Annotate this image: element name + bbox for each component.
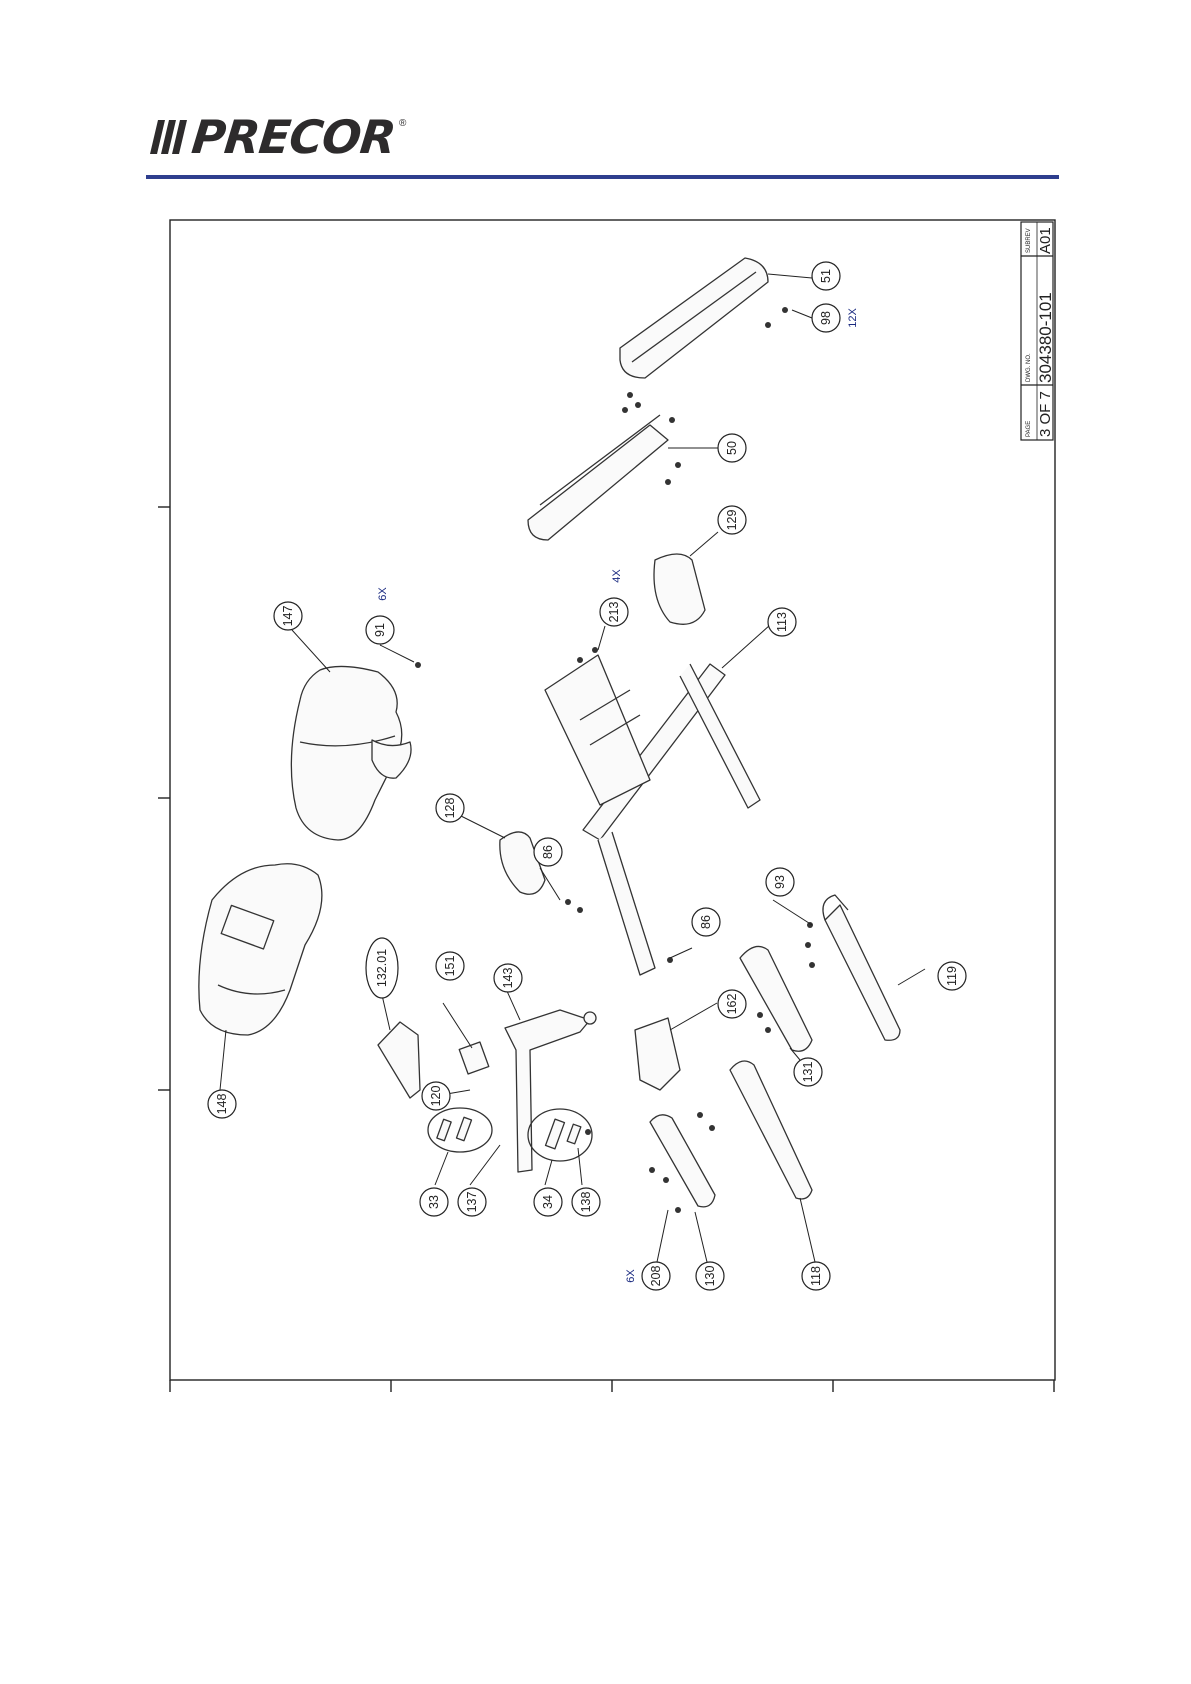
callout-213-qty: 4X [611,569,623,583]
page-label: PAGE [1026,421,1032,437]
callout-147: 147 [281,606,295,627]
part-132-bracket [378,1022,420,1098]
callout-86-a: 86 [541,845,555,859]
title-block: SUBREV A01 DWG. NO. 304380-101 PAGE 3 OF… [1021,222,1055,440]
callout-118: 118 [809,1266,823,1286]
callout-132-01: 132.01 [375,949,389,987]
callout-98-qty: 12X [847,308,859,328]
callout-137: 137 [465,1192,479,1213]
callout-120: 120 [429,1086,443,1107]
callout-34: 34 [541,1195,555,1209]
callout-138: 138 [579,1192,593,1213]
rev-label: SUBREV [1026,228,1032,253]
callout-51: 51 [819,269,833,283]
callout-50: 50 [725,441,739,455]
part-129-shroud [654,554,705,624]
callout-143: 143 [501,968,515,989]
part-162-bracket [635,1018,680,1090]
part-50-cover [528,425,668,540]
part-131-arm-cover [740,946,812,1051]
callout-129: 129 [725,510,739,531]
part-51-cover [620,258,768,378]
callout-93: 93 [773,875,787,889]
rev-value: A01 [1037,227,1054,254]
page-value: 3 OF 7 [1037,391,1054,437]
dwg-value: 304380-101 [1036,292,1055,383]
callout-91: 91 [373,623,387,637]
callout-113: 113 [775,612,789,632]
callout-98: 98 [819,311,833,325]
callout-130: 130 [703,1266,717,1287]
callout-213: 213 [607,602,621,623]
callout-162: 162 [725,994,739,1015]
part-148-shroud [199,864,322,1035]
callout-148: 148 [215,1094,229,1115]
dwg-label: DWG. NO. [1026,353,1032,382]
callout-86-b: 86 [699,915,713,929]
part-130-arm-cover [650,1115,715,1207]
callout-151: 151 [443,956,457,977]
callout-33: 33 [427,1195,441,1209]
part-143-stem [505,1010,590,1172]
part-151-module [459,1042,489,1074]
callout-91-qty: 6X [377,587,389,601]
callout-128: 128 [443,798,457,819]
callout-119: 119 [945,966,959,986]
callout-131: 131 [801,1062,815,1083]
callout-208-qty: 6X [625,1269,637,1283]
callout-208: 208 [649,1266,663,1287]
part-119-arm [825,905,900,1040]
